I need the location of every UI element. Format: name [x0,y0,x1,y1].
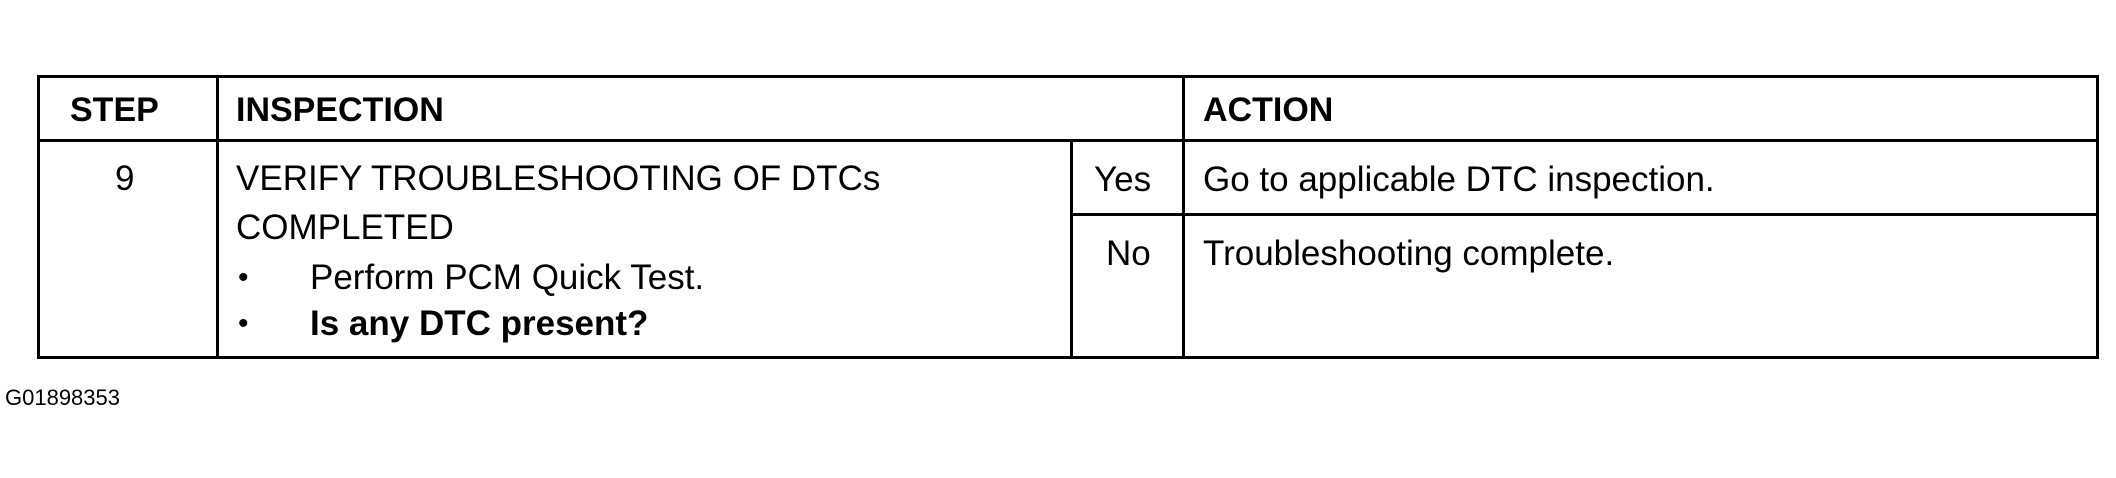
answer-no: No [1106,234,1151,273]
divider-step-inspection [216,78,219,356]
troubleshooting-table: STEP INSPECTION ACTION 9 VERIFY TROUBLES… [37,75,2099,359]
inspection-title-line1: VERIFY TROUBLESHOOTING OF DTCs [236,159,881,198]
answer-yes: Yes [1094,160,1152,199]
inspection-bullet-1: Perform PCM Quick Test. [310,258,705,297]
bullet-icon: • [238,261,249,294]
header-action: ACTION [1203,91,1334,129]
divider-answer-action [1182,78,1185,356]
inspection-title-line2: COMPLETED [236,208,454,247]
action-yes: Go to applicable DTC inspection. [1203,160,1715,199]
figure-id: G01898353 [5,385,120,410]
header-step: STEP [70,91,159,129]
step-number: 9 [115,159,135,198]
inspection-bullet-2: Is any DTC present? [310,304,649,343]
divider-inspection-answer [1070,142,1073,356]
bullet-icon: • [238,307,249,340]
action-no: Troubleshooting complete. [1203,234,1615,273]
result-divider [1070,213,2096,216]
header-divider [40,139,2096,142]
header-inspection: INSPECTION [236,91,444,129]
